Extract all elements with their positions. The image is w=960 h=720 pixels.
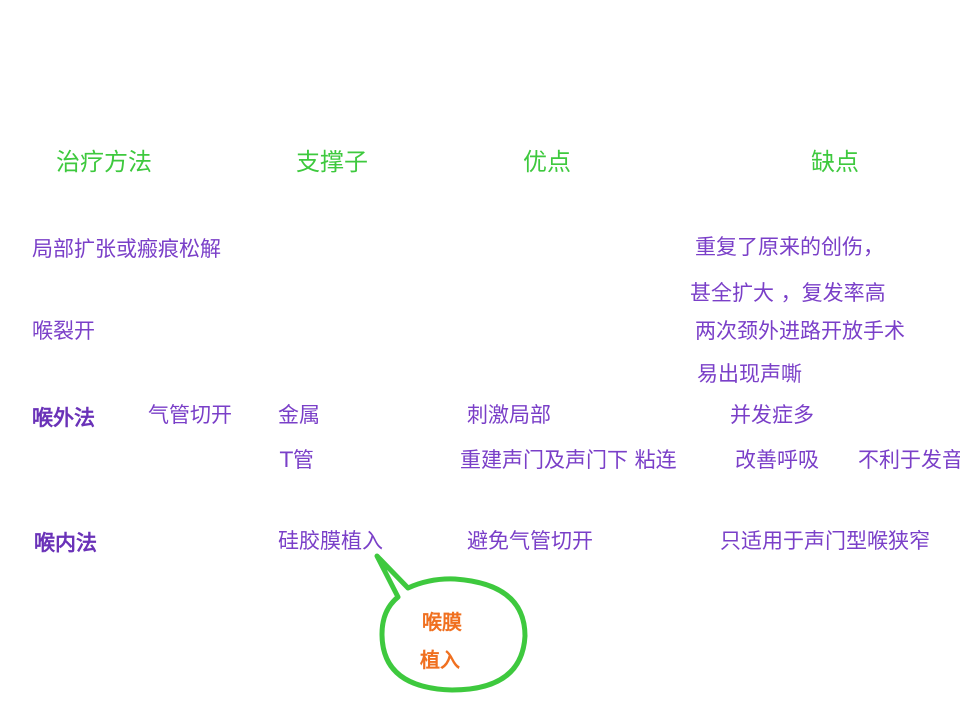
pro-text: 刺激局部 <box>467 403 551 427</box>
stent-text: 金属 <box>278 403 320 427</box>
method-internal: 喉内法 <box>34 531 97 555</box>
stent-text: 硅胶膜植入 <box>278 529 383 553</box>
header-cons: 缺点 <box>811 148 859 176</box>
con-text: 易出现声嘶 <box>697 362 802 386</box>
con-text: 不利于发音 <box>858 448 960 472</box>
con-text: 甚全扩大 ，复发率高 <box>690 281 886 305</box>
pro-text: 改善呼吸 <box>735 448 819 472</box>
header-pros: 优点 <box>523 148 571 176</box>
con-text: 并发症多 <box>730 403 814 427</box>
stent-text: T管 <box>280 448 314 472</box>
header-method: 治疗方法 <box>56 148 152 176</box>
con-text: 重复了原来的创伤， <box>695 235 884 259</box>
method-laryngofissure: 喉裂开 <box>32 319 95 343</box>
con-text: 只适用于声门型喉狭窄 <box>720 529 930 553</box>
callout-line2: 植入 <box>420 648 460 672</box>
pro-text: 重建声门及声门下 粘连 <box>460 448 677 472</box>
con-text: 两次颈外进路开放手术 <box>695 319 905 343</box>
callout-line1: 喉膜 <box>422 610 462 634</box>
method-dilation: 局部扩张或瘢痕松解 <box>32 237 221 261</box>
header-stent: 支撑子 <box>296 148 368 176</box>
method-external: 喉外法 <box>32 406 95 430</box>
pro-text: 避免气管切开 <box>467 529 593 553</box>
method-sub: 气管切开 <box>148 403 232 427</box>
